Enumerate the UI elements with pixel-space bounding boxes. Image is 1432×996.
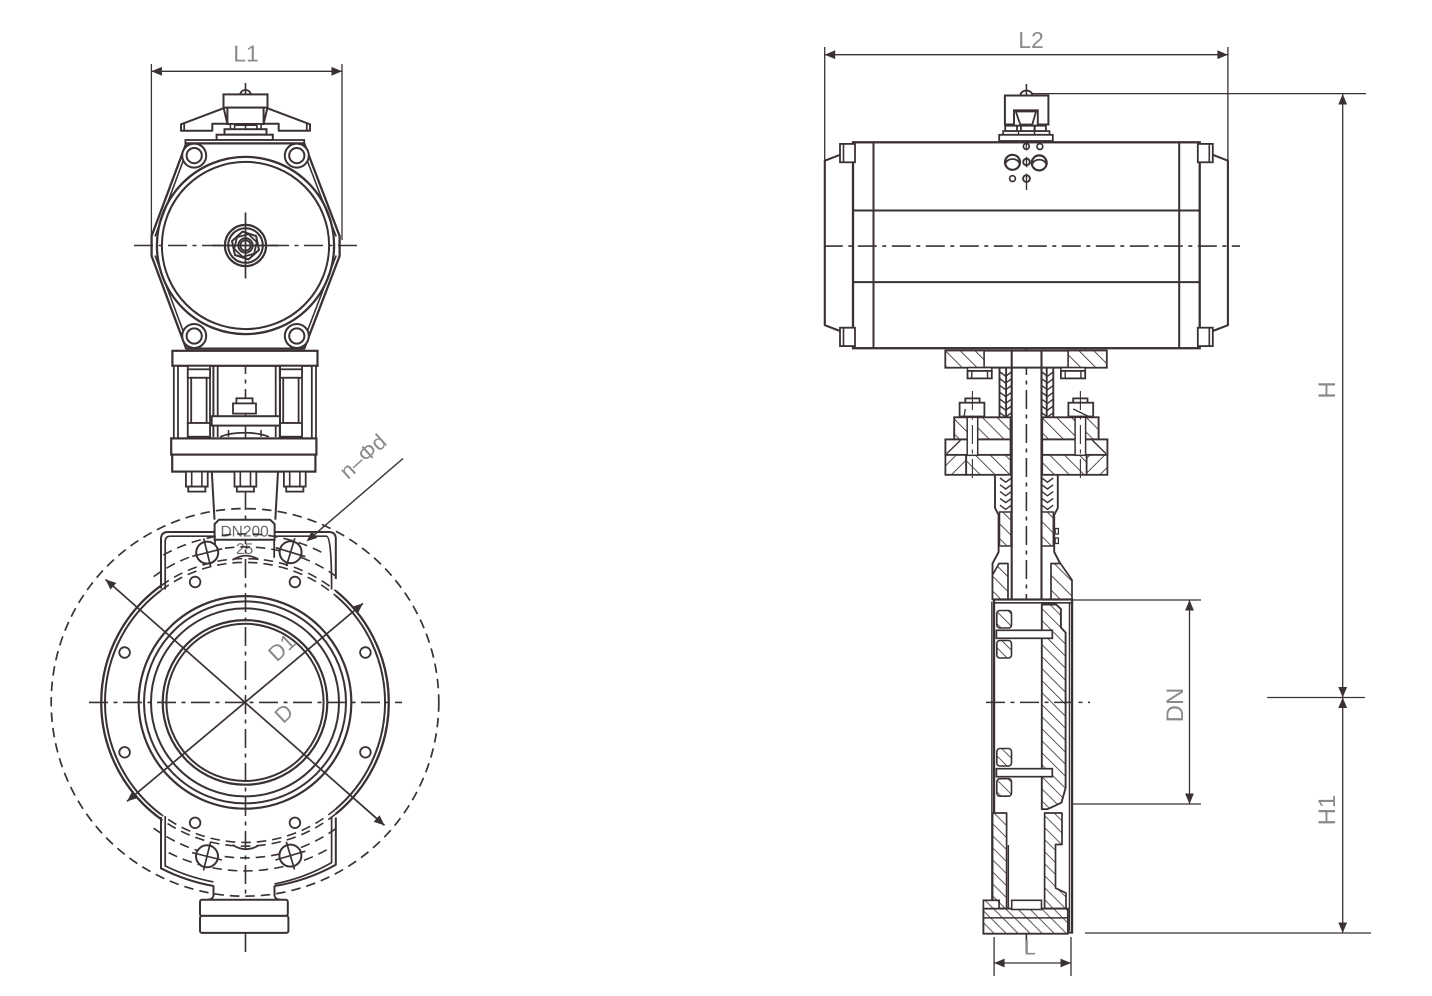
svg-text:DN: DN <box>1162 688 1189 723</box>
svg-text:L2: L2 <box>1018 27 1044 53</box>
svg-text:H1: H1 <box>1314 795 1341 826</box>
svg-text:25: 25 <box>236 541 253 558</box>
svg-text:H: H <box>1314 381 1341 398</box>
svg-text:L1: L1 <box>233 40 259 66</box>
svg-text:L: L <box>1024 936 1036 959</box>
svg-text:DN200: DN200 <box>220 523 269 540</box>
